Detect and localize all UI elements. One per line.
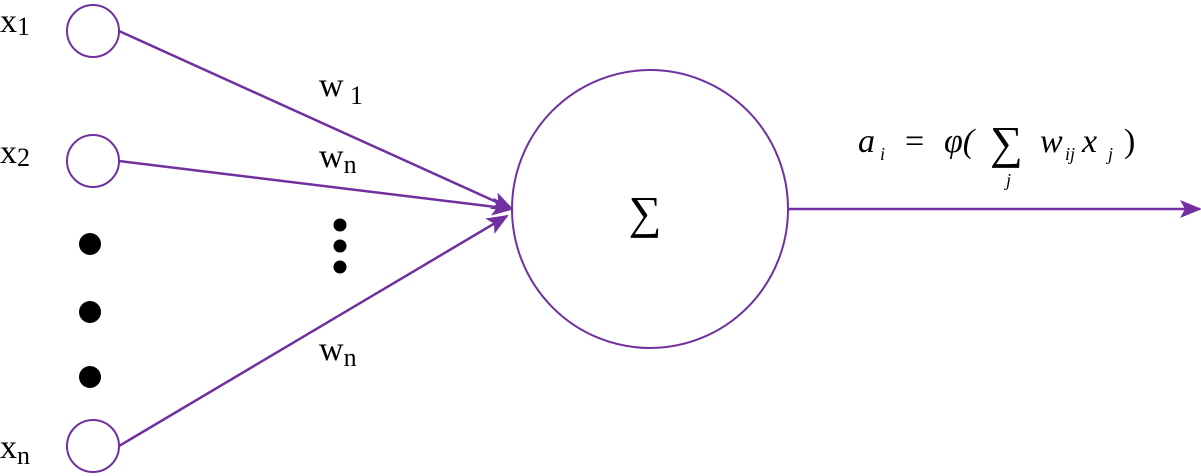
input-node-2 bbox=[66, 134, 120, 188]
weight-label-1-sub: 1 bbox=[350, 81, 363, 110]
weight-label-n: wn bbox=[319, 331, 357, 372]
svg-text:): ) bbox=[1124, 123, 1135, 160]
weight-label-1: wn bbox=[319, 67, 344, 104]
svg-text:j: j bbox=[1004, 170, 1011, 190]
svg-text:a: a bbox=[858, 123, 875, 160]
svg-text:x: x bbox=[1081, 123, 1097, 160]
svg-text:ij: ij bbox=[1065, 144, 1075, 164]
input-label-1: x1 bbox=[0, 3, 30, 41]
ellipsis-dot bbox=[79, 366, 101, 388]
edge-x1 bbox=[118, 29, 514, 211]
input-label-2: x2 bbox=[0, 134, 30, 172]
edge-x2 bbox=[118, 159, 514, 216]
svg-text:w: w bbox=[1040, 123, 1063, 160]
edge-xn bbox=[118, 214, 509, 448]
weight-ellipsis-dot bbox=[333, 218, 347, 232]
weight-ellipsis-dot bbox=[333, 239, 347, 253]
weight-label-2: wn bbox=[319, 138, 357, 179]
svg-text:φ(: φ( bbox=[944, 123, 977, 160]
svg-text:=: = bbox=[905, 123, 924, 160]
input-label-n: xn bbox=[0, 429, 30, 470]
activation-formula: a i = φ( ∑ j w ij x j ) bbox=[858, 117, 1135, 190]
input-node-n bbox=[66, 419, 120, 473]
neuron-sum-symbol: ∑ bbox=[629, 187, 662, 238]
svg-text:j: j bbox=[1106, 144, 1113, 164]
svg-text:i: i bbox=[880, 144, 885, 164]
svg-text:∑: ∑ bbox=[990, 117, 1023, 168]
weight-ellipsis-dot bbox=[333, 260, 347, 274]
input-node-1 bbox=[66, 4, 120, 58]
neuron-node bbox=[511, 69, 789, 349]
ellipsis-dot bbox=[79, 233, 101, 255]
ellipsis-dot bbox=[79, 301, 101, 323]
